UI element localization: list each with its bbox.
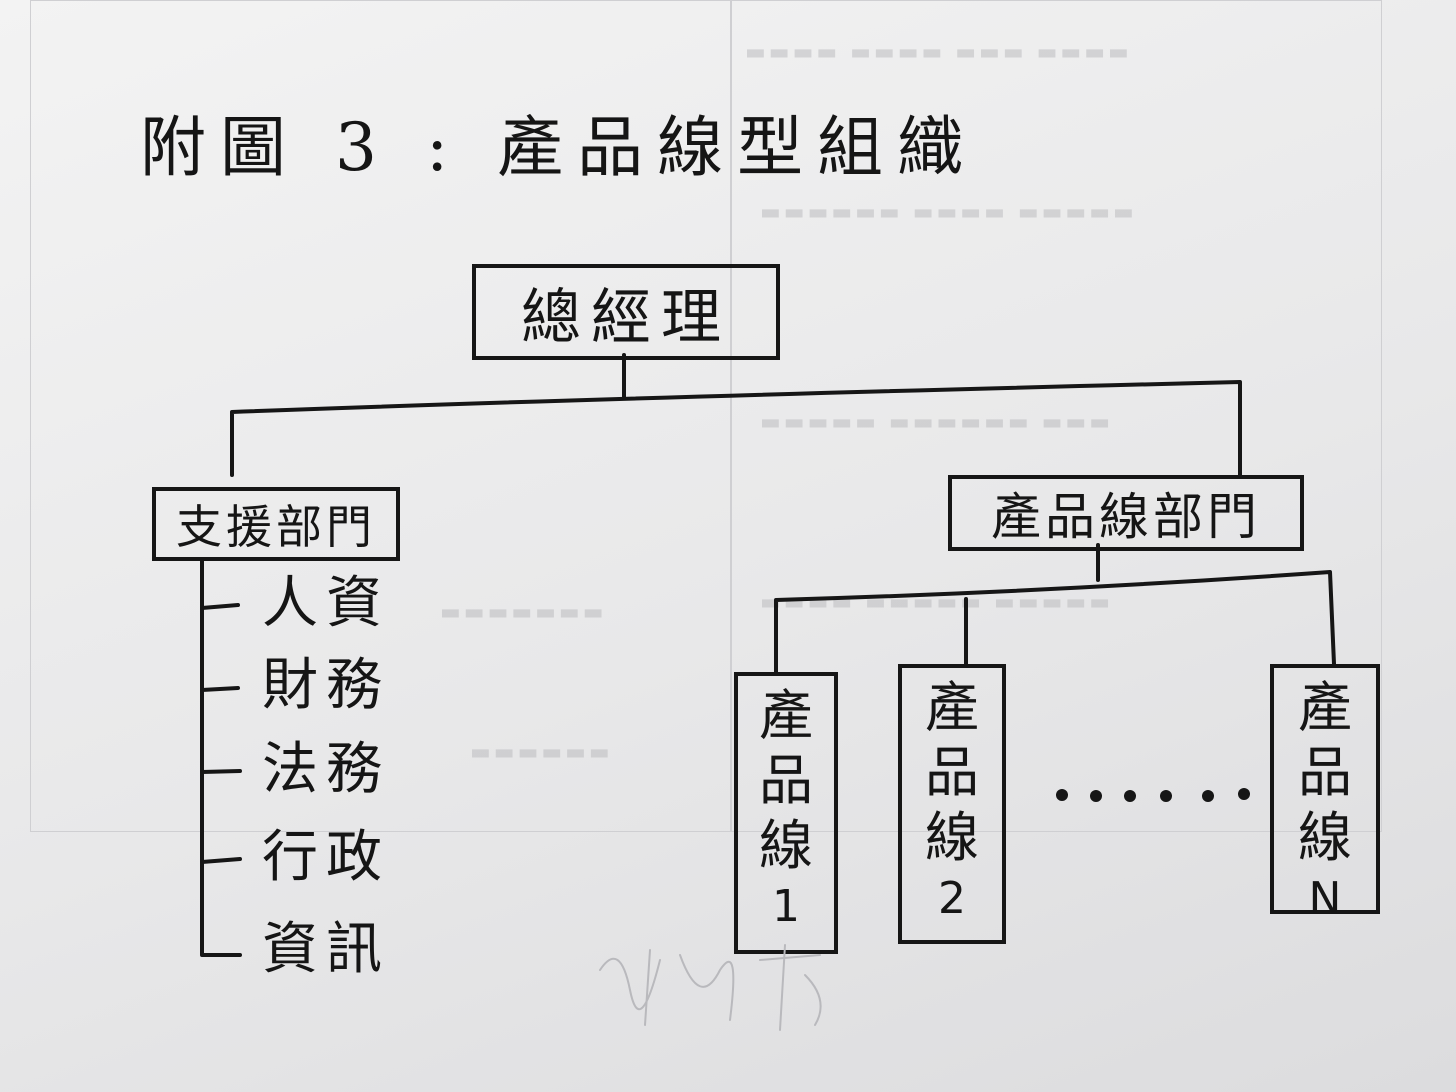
product-branch xyxy=(774,570,1336,674)
ceo-label: 總經理 xyxy=(521,282,731,353)
product-line-n-number: N xyxy=(1308,873,1342,925)
support-tick-4 xyxy=(200,857,242,864)
faint-signature xyxy=(599,944,822,1031)
support-dept-label: 支援部門 xyxy=(176,500,376,554)
product-line-1-char-1: 產 xyxy=(759,684,813,747)
bleed-text: ▬▬▬▬▬▬ ▬▬▬▬ ▬▬▬▬▬ xyxy=(760,200,1137,225)
bleed-frame-right xyxy=(730,0,1382,832)
main-branch xyxy=(230,380,1242,477)
product-line-box-n: 產 品 線 N xyxy=(1270,664,1380,924)
product-line-1-number: 1 xyxy=(772,881,800,933)
support-item-hr: 人資 xyxy=(262,571,390,636)
product-dept-label: 產品線部門 xyxy=(991,488,1261,546)
product-line-n-char-2: 品 xyxy=(1298,740,1352,804)
support-dept-box: 支援部門 xyxy=(152,487,400,561)
bleed-text: ▬▬▬▬▬ ▬▬▬▬▬▬ ▬▬▬ xyxy=(760,410,1113,435)
bleed-text: ▬▬▬▬▬▬ xyxy=(470,740,613,765)
diagram-title: 附圖 3 : 產品線型組織 xyxy=(140,109,978,186)
product-line-2-char-3: 線 xyxy=(925,805,979,869)
support-tick-1 xyxy=(200,603,240,610)
product-dept-box: 產品線部門 xyxy=(948,475,1304,551)
ceo-box: 總經理 xyxy=(472,264,780,360)
support-spine xyxy=(200,558,242,957)
bleed-text: ▬▬▬▬ ▬▬▬▬ ▬▬▬ ▬▬▬▬ xyxy=(745,40,1132,65)
support-item-finance: 財務 xyxy=(262,653,390,718)
support-item-legal: 法務 xyxy=(262,737,390,802)
support-item-admin: 行政 xyxy=(262,825,390,890)
product-line-2-number: 2 xyxy=(938,873,966,925)
product-line-n-char-3: 線 xyxy=(1298,805,1352,869)
product-line-box-1: 產 品 線 1 xyxy=(734,672,838,954)
product-line-box-2: 產 品 線 2 xyxy=(898,664,1006,944)
bleed-frame-left xyxy=(30,0,732,832)
product-line-n-char-1: 產 xyxy=(1298,676,1352,739)
ellipsis-dots xyxy=(1056,788,1250,802)
product-line-2-char-2: 品 xyxy=(925,740,979,804)
product-line-2-char-1: 產 xyxy=(925,676,979,739)
bleed-text: ▬▬▬▬▬▬▬ xyxy=(440,600,607,625)
product-line-1-char-3: 線 xyxy=(759,813,813,877)
support-tick-3 xyxy=(200,769,242,774)
product-line-1-char-2: 品 xyxy=(759,748,813,812)
support-item-it: 資訊 xyxy=(262,917,390,982)
support-tick-2 xyxy=(200,686,240,692)
